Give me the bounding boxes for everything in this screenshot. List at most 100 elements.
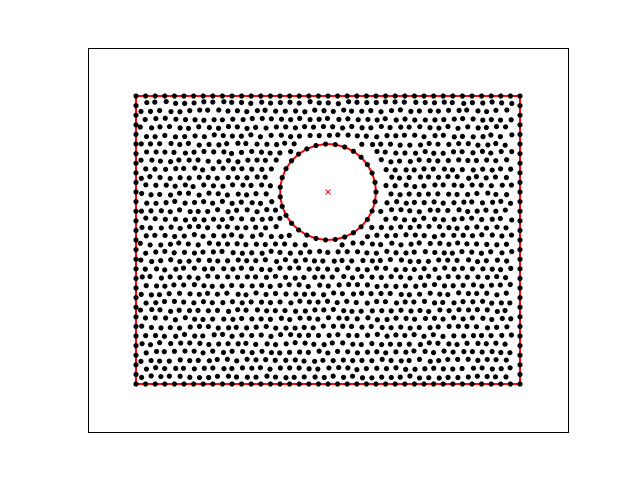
interior-point (182, 348, 188, 354)
interior-point (407, 158, 413, 165)
interior-point (205, 323, 211, 330)
interior-point (206, 358, 212, 364)
interior-point (432, 133, 438, 139)
interior-point (262, 225, 269, 231)
interior-point (272, 273, 279, 279)
interior-point (339, 257, 345, 264)
boundary-point (133, 218, 139, 224)
interior-point (167, 209, 173, 215)
boundary-point (133, 343, 139, 349)
interior-point (393, 117, 399, 123)
interior-point (186, 175, 192, 181)
interior-point (508, 265, 514, 271)
interior-point (475, 125, 481, 131)
interior-point (138, 257, 144, 263)
interior-point (498, 366, 504, 372)
interior-point (147, 225, 153, 231)
boundary-point (517, 208, 523, 214)
interior-point (267, 366, 273, 372)
interior-point (383, 350, 389, 356)
interior-point (508, 232, 515, 238)
interior-point (250, 233, 256, 239)
interior-point (272, 308, 278, 314)
interior-point (326, 132, 333, 138)
interior-point (253, 241, 260, 247)
boundary-point (133, 304, 139, 310)
interior-point (293, 308, 299, 314)
interior-point (451, 333, 457, 339)
boundary-point (277, 93, 283, 99)
interior-point (427, 125, 433, 131)
boundary-point (517, 151, 523, 157)
interior-point (268, 248, 274, 254)
interior-point (407, 142, 413, 148)
interior-point (354, 133, 360, 139)
interior-point (288, 331, 294, 338)
interior-point (286, 349, 293, 355)
interior-point (192, 117, 198, 123)
interior-point (478, 250, 484, 256)
boundary-point (350, 230, 356, 236)
interior-point (267, 283, 273, 289)
interior-point (407, 208, 413, 214)
interior-point (349, 123, 355, 130)
interior-point (430, 350, 437, 356)
interior-point (221, 266, 227, 272)
interior-point (177, 258, 183, 265)
interior-point (484, 307, 490, 313)
interior-point (359, 108, 365, 114)
boundary-point (402, 381, 408, 387)
interior-point (176, 207, 183, 213)
interior-point (181, 165, 187, 172)
interior-point (200, 233, 206, 239)
boundary-point (488, 381, 494, 387)
interior-point (210, 183, 217, 189)
interior-point (283, 291, 289, 297)
interior-point (268, 116, 274, 122)
interior-point (162, 216, 168, 222)
interior-point (446, 141, 452, 147)
interior-point (483, 175, 489, 181)
interior-point (456, 107, 462, 113)
interior-point (413, 283, 419, 289)
interior-point (144, 99, 150, 106)
interior-point (187, 324, 193, 330)
interior-point (234, 274, 241, 280)
interior-point (238, 99, 245, 106)
interior-point (349, 373, 356, 379)
interior-point (483, 124, 489, 131)
interior-point (378, 224, 385, 230)
interior-point (398, 291, 404, 298)
interior-point (268, 349, 275, 356)
interior-point (427, 207, 433, 213)
interior-point (229, 348, 235, 354)
interior-point (475, 340, 481, 346)
boundary-point (392, 93, 398, 99)
interior-point (464, 225, 470, 231)
interior-point (473, 174, 479, 180)
interior-point (225, 108, 231, 114)
interior-point (369, 258, 375, 264)
interior-point (346, 281, 352, 288)
interior-point (185, 241, 191, 247)
boundary-point (133, 381, 139, 387)
interior-point (398, 274, 404, 280)
boundary-point (363, 93, 369, 99)
interior-point (460, 316, 466, 322)
interior-point (173, 365, 179, 371)
interior-point (143, 215, 149, 221)
interior-point (158, 208, 164, 214)
interior-point (407, 224, 413, 231)
interior-point (201, 217, 207, 223)
interior-point (138, 208, 145, 214)
boundary-point (325, 93, 331, 99)
interior-point (374, 365, 380, 371)
interior-point (374, 232, 380, 238)
interior-point (396, 158, 403, 164)
interior-point (283, 124, 289, 130)
interior-point (392, 167, 398, 173)
interior-point (464, 323, 470, 329)
boundary-point (306, 381, 312, 387)
interior-point (239, 315, 245, 322)
interior-point (316, 133, 322, 139)
